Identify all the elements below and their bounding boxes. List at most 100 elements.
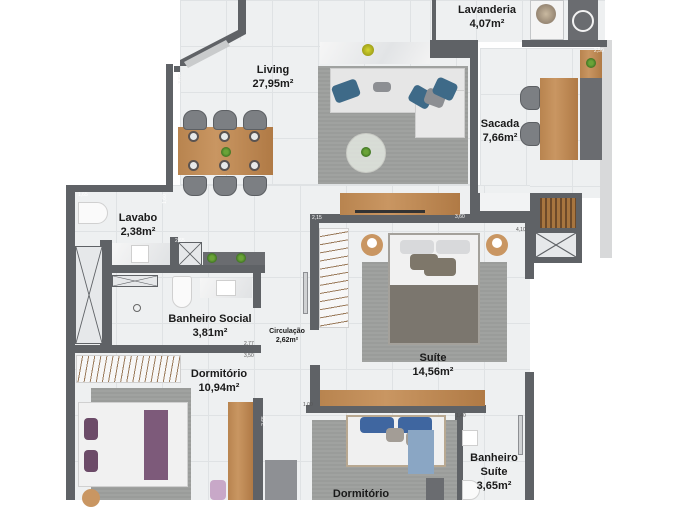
room-name-banheiro-suite-1: Banheiro bbox=[470, 452, 518, 464]
room-area-living: 27,95m² bbox=[252, 77, 294, 90]
wall-suite-right-lower bbox=[525, 372, 534, 500]
bed-runner bbox=[144, 410, 168, 480]
pillow bbox=[373, 82, 391, 92]
nightstand[interactable] bbox=[426, 478, 444, 500]
dim-sacada-corner: 2,50 bbox=[594, 48, 604, 54]
dining-chair[interactable] bbox=[183, 110, 207, 130]
dim-banheiro-social-2: 3,50 bbox=[244, 353, 254, 359]
room-name-lavabo: Lavabo bbox=[118, 212, 158, 224]
room-area-suite: 14,56m² bbox=[412, 365, 454, 378]
closet-sliding-door[interactable] bbox=[75, 246, 103, 344]
wall-bath-right bbox=[253, 270, 261, 308]
room-area-lavabo: 2,38m² bbox=[120, 225, 156, 238]
wall-ban-suite-left bbox=[455, 410, 463, 500]
plate bbox=[219, 131, 230, 142]
wall-shaft-left bbox=[170, 237, 178, 273]
sacada-chair[interactable] bbox=[520, 86, 540, 110]
label-circulacao: Circulação 2,62m² bbox=[262, 328, 312, 346]
room-name-dormitorio-1: Dormitório bbox=[190, 368, 248, 380]
room-name-suite: Suíte bbox=[419, 352, 447, 364]
washing-machine-drum bbox=[536, 4, 556, 24]
grill bbox=[540, 198, 576, 228]
sacada-bench[interactable] bbox=[580, 78, 602, 160]
dormitorio-door[interactable] bbox=[265, 460, 297, 500]
planter-shelf bbox=[203, 252, 265, 265]
plate bbox=[249, 131, 260, 142]
wall-suite-right bbox=[525, 214, 534, 279]
dim-ban-suite-top: 1,40 bbox=[456, 413, 466, 419]
wall-lavanderia-bottom bbox=[522, 40, 607, 47]
wall-living-right bbox=[470, 42, 478, 212]
door-handle[interactable] bbox=[303, 272, 308, 314]
dim-dorm-wall: 2,65 bbox=[260, 416, 267, 426]
wall-suite-top bbox=[310, 214, 535, 223]
room-name-banheiro-social: Banheiro Social bbox=[168, 313, 252, 325]
plate bbox=[249, 160, 260, 171]
pillow bbox=[84, 418, 98, 440]
room-area-banheiro-social: 3,81m² bbox=[192, 326, 228, 339]
wall-top-lavabo bbox=[66, 185, 173, 192]
dormitorio-bed[interactable] bbox=[78, 402, 188, 487]
dining-chair[interactable] bbox=[213, 110, 237, 130]
plate bbox=[188, 131, 199, 142]
toilet-banheiro-social[interactable] bbox=[172, 276, 192, 308]
wall-lavabo-divider bbox=[100, 240, 112, 346]
toilet-lavabo[interactable] bbox=[78, 202, 108, 224]
marble-console bbox=[320, 42, 430, 64]
wall-bath-bottom bbox=[75, 345, 261, 353]
room-name-lavanderia: Lavanderia bbox=[457, 4, 517, 16]
room-name-dormitorio-2: Dormitório bbox=[332, 488, 390, 500]
lavabo-sink[interactable] bbox=[131, 245, 149, 263]
shower-glass bbox=[518, 415, 523, 455]
dormitorio-desk[interactable] bbox=[228, 402, 253, 500]
label-suite: Suíte 14,56m² bbox=[398, 352, 468, 380]
dim-banheiro-social-1: 2,77 bbox=[244, 341, 254, 347]
dormitorio-chair[interactable] bbox=[210, 480, 226, 500]
wall-living-left bbox=[166, 64, 173, 192]
label-dormitorio-1: Dormitório 10,94m² bbox=[184, 368, 254, 396]
room-area-lavanderia: 4,07m² bbox=[469, 17, 505, 30]
label-banheiro-social: Banheiro Social 3,81m² bbox=[160, 313, 260, 341]
label-sacada: Sacada 7,66m² bbox=[470, 118, 530, 146]
pillow bbox=[84, 450, 98, 472]
dim-living-wall: 3,87 bbox=[177, 74, 184, 84]
sacada-table[interactable] bbox=[540, 78, 578, 160]
wall-suite-left bbox=[310, 218, 319, 330]
sacada-sink[interactable] bbox=[480, 193, 530, 211]
plate bbox=[188, 160, 199, 171]
suite-wardrobe[interactable] bbox=[319, 228, 349, 328]
label-lavanderia: Lavanderia 4,07m² bbox=[452, 4, 522, 32]
label-living: Living 27,95m² bbox=[238, 64, 308, 92]
bath-shelf bbox=[112, 275, 158, 287]
room-name-sacada: Sacada bbox=[480, 118, 520, 130]
pillow bbox=[436, 240, 470, 254]
dining-chair[interactable] bbox=[243, 110, 267, 130]
shower-drain bbox=[133, 304, 141, 312]
plant-icon bbox=[361, 147, 371, 157]
dim-suite-lower-left: 1,00 bbox=[303, 402, 313, 408]
dining-chair[interactable] bbox=[243, 176, 267, 196]
dining-chair[interactable] bbox=[213, 176, 237, 196]
dormitorio-wardrobe[interactable] bbox=[76, 355, 181, 383]
room-area-circulacao: 2,62m² bbox=[275, 336, 299, 344]
suite-desk[interactable] bbox=[320, 390, 485, 406]
pillow bbox=[360, 417, 394, 433]
blanket bbox=[408, 430, 434, 474]
tv[interactable] bbox=[355, 210, 425, 213]
bath-sink[interactable] bbox=[216, 280, 236, 296]
lamp-icon bbox=[367, 238, 377, 248]
terrace-edge bbox=[600, 40, 612, 258]
wall-left-outer bbox=[66, 185, 75, 500]
lamp-icon bbox=[492, 238, 502, 248]
dim-lavabo-left: 1,65 bbox=[78, 192, 88, 198]
label-banheiro-suite: Banheiro Suíte 3,65m² bbox=[464, 452, 524, 493]
plate bbox=[219, 160, 230, 171]
ban-suite-sink[interactable] bbox=[462, 430, 478, 446]
dining-chair[interactable] bbox=[183, 176, 207, 196]
wall-lavabo-bottom bbox=[100, 265, 265, 273]
nightstand[interactable] bbox=[82, 489, 100, 507]
plant-icon bbox=[221, 147, 231, 157]
pillow bbox=[424, 258, 456, 276]
pillow bbox=[400, 240, 434, 254]
dim-lavabo-right: 1,60 bbox=[161, 194, 168, 204]
